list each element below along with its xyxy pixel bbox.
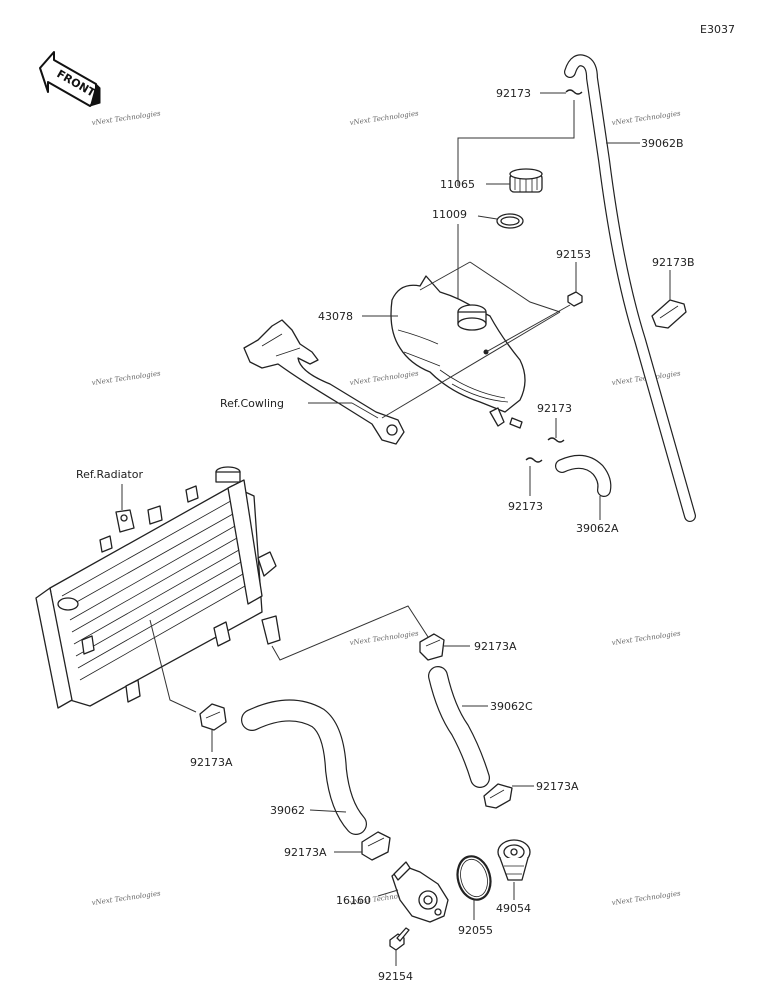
label-92153: 92153 bbox=[556, 248, 591, 261]
clamp-92173-low bbox=[525, 457, 543, 463]
label-92173-mid: 92173 bbox=[537, 402, 572, 415]
label-11065: 11065 bbox=[440, 178, 475, 191]
clamp-92173-top bbox=[540, 89, 583, 95]
label-39062: 39062 bbox=[270, 804, 305, 817]
watermarks: vNext Technologies vNext Technologies vN… bbox=[91, 109, 681, 907]
label-ref-radiator: Ref.Radiator bbox=[76, 468, 143, 481]
label-11009: 11009 bbox=[432, 208, 467, 221]
hose-39062 bbox=[241, 699, 367, 835]
radiator bbox=[35, 466, 281, 709]
label-39062C: 39062C bbox=[490, 700, 533, 713]
watermark: vNext Technologies bbox=[91, 889, 161, 907]
o-ring-92055 bbox=[456, 855, 492, 901]
bolt-92154 bbox=[389, 927, 410, 951]
diagram-code: E3037 bbox=[700, 23, 735, 36]
gasket-11009 bbox=[496, 213, 524, 229]
label-43078: 43078 bbox=[318, 310, 353, 323]
front-arrow-icon: FRONT bbox=[39, 51, 101, 107]
label-92173-top: 92173 bbox=[496, 87, 531, 100]
label-92173A-1: 92173A bbox=[474, 640, 517, 653]
watermark: vNext Technologies bbox=[611, 629, 681, 647]
clamp-92173-mid bbox=[547, 437, 565, 443]
bolt-92153 bbox=[567, 291, 583, 307]
watermark: vNext Technologies bbox=[91, 109, 161, 127]
label-92055: 92055 bbox=[458, 924, 493, 937]
label-39062A: 39062A bbox=[576, 522, 619, 535]
label-92154: 92154 bbox=[378, 970, 413, 983]
label-49054: 49054 bbox=[496, 902, 531, 915]
cap-11065 bbox=[509, 168, 543, 193]
label-92173B: 92173B bbox=[652, 256, 695, 269]
clip-92173B bbox=[651, 299, 687, 329]
hose-39062B bbox=[564, 54, 696, 522]
label-92173A-2: 92173A bbox=[536, 780, 579, 793]
bracket-ref-cowling bbox=[243, 319, 405, 445]
label-92173A-left: 92173A bbox=[190, 756, 233, 769]
clamp-92173A-2 bbox=[483, 783, 513, 809]
hose-39062A bbox=[555, 454, 612, 497]
clamp-92173A-pump bbox=[361, 831, 391, 861]
watermark: vNext Technologies bbox=[611, 109, 681, 127]
watermark: vNext Technologies bbox=[349, 629, 419, 647]
reservoir-tank-43078 bbox=[390, 275, 526, 429]
label-ref-cowling: Ref.Cowling bbox=[220, 397, 284, 410]
clamp-92173A-left bbox=[199, 703, 227, 731]
watermark: vNext Technologies bbox=[91, 369, 161, 387]
watermark: vNext Technologies bbox=[349, 369, 419, 387]
thermostat-49054 bbox=[497, 839, 531, 881]
watermark: vNext Technologies bbox=[349, 109, 419, 127]
label-16160: 16160 bbox=[336, 894, 371, 907]
clamp-92173A-1 bbox=[419, 633, 445, 661]
label-92173A-pump: 92173A bbox=[284, 846, 327, 859]
label-39062B: 39062B bbox=[641, 137, 684, 150]
watermark: vNext Technologies bbox=[611, 889, 681, 907]
thermostat-housing-16160 bbox=[391, 861, 449, 923]
hose-39062C bbox=[428, 666, 490, 788]
label-92173-low: 92173 bbox=[508, 500, 543, 513]
